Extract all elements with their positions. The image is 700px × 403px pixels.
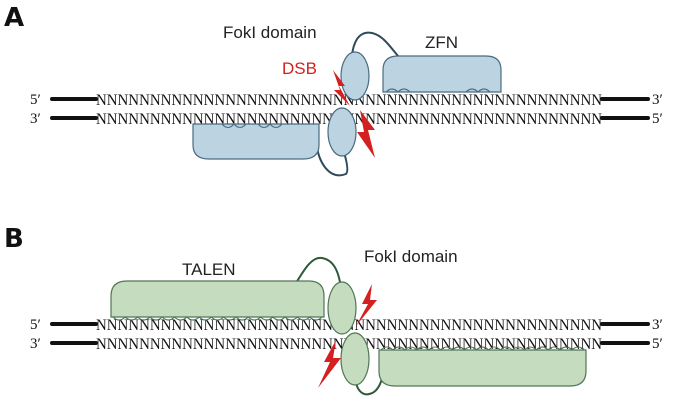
five-prime-top-left: 5′ xyxy=(30,92,41,108)
dsb-bolt-top-b xyxy=(356,284,377,326)
three-prime-bottom-left: 3′ xyxy=(30,111,41,127)
foki-domain-label-a: FokI domain xyxy=(223,23,317,42)
panel-b: B 5′ 3′ 3′ 5′ NNNNNNNNNNNNNNNNNNNNNNNNNN… xyxy=(4,224,663,396)
sequence-top: NNNNNNNNNNNNNNNNNNNNNNNNNNNNNNNNNNNNNNNN… xyxy=(96,92,602,109)
foki-domain-label-b: FokI domain xyxy=(364,247,458,266)
zfn-label: ZFN xyxy=(425,33,458,52)
panel-a: A 5′ 3′ 3′ 5′ NNNNNNNNNNNNNNNNNNNNNNNNNN… xyxy=(4,3,663,177)
dsb-bolt-bottom xyxy=(357,110,375,158)
talen-repeats-top xyxy=(112,316,323,321)
three-prime-top-right-b: 3′ xyxy=(652,317,663,333)
zfn-dna-binding-domain-top xyxy=(382,55,502,93)
five-prime-bottom-right: 5′ xyxy=(652,111,663,127)
panel-a-label: A xyxy=(4,3,24,33)
five-prime-top-left-b: 5′ xyxy=(30,317,41,333)
foki-domain-bottom xyxy=(327,107,357,157)
five-prime-bottom-right-b: 5′ xyxy=(652,336,663,352)
three-prime-bottom-left-b: 3′ xyxy=(30,336,41,352)
zfn-dna-binding-domain-bottom xyxy=(192,123,320,160)
talen-dna-binding-domain-top xyxy=(110,280,325,321)
foki-domain-top-b xyxy=(327,281,357,335)
three-prime-top-right: 3′ xyxy=(652,92,663,108)
dsb-label: DSB xyxy=(282,59,317,78)
talen-linker-top xyxy=(295,256,341,284)
dsb-bolt-top xyxy=(333,70,350,106)
talen-label: TALEN xyxy=(182,260,236,279)
talen-repeats-bottom xyxy=(380,346,585,351)
dsb-bolt-bottom-b xyxy=(318,340,341,388)
talen-dna-binding-domain-bottom xyxy=(378,346,587,387)
foki-domain-top xyxy=(340,51,370,101)
panel-b-label: B xyxy=(4,224,24,254)
foki-domain-bottom-b xyxy=(340,332,370,386)
